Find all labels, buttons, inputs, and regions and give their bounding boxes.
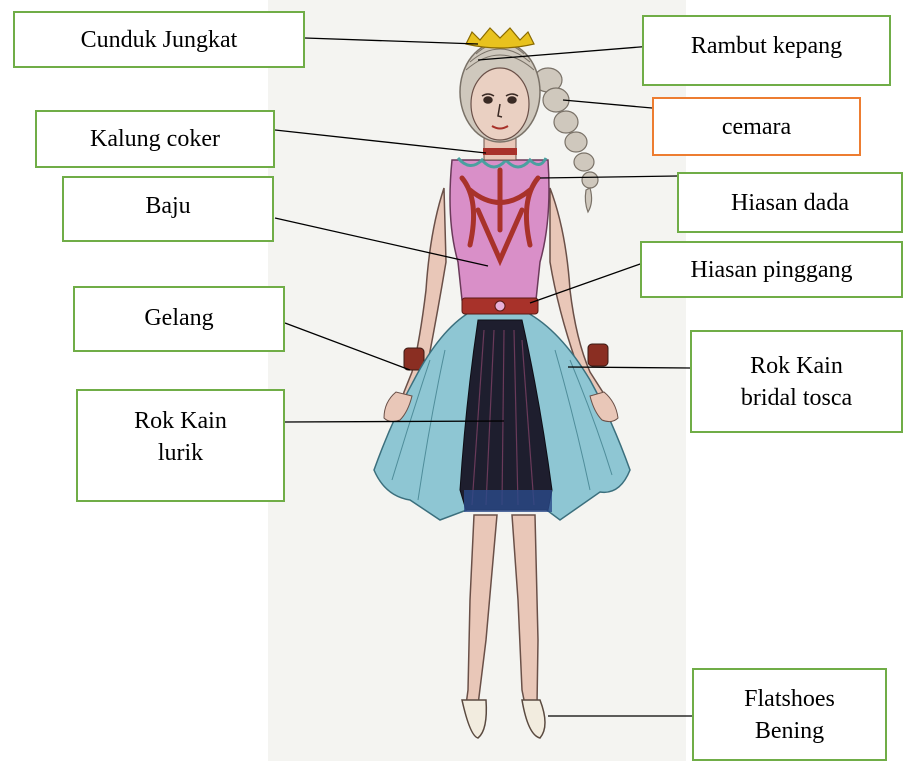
- label-rok-lurik-line2: lurik: [158, 437, 203, 469]
- label-baju: Baju: [62, 176, 274, 242]
- right-leg: [512, 515, 538, 705]
- right-shoe: [522, 700, 545, 738]
- label-flatshoes-bening: Flatshoes Bening: [692, 668, 887, 761]
- label-hiasan-pinggang-text: Hiasan pinggang: [691, 254, 853, 286]
- crown-shape: [466, 28, 534, 48]
- label-hiasan-dada-text: Hiasan dada: [731, 187, 849, 219]
- label-gelang-text: Gelang: [144, 302, 213, 334]
- label-cemara: cemara: [652, 97, 861, 156]
- right-bracelet: [588, 344, 608, 366]
- label-cunduk-jungkat: Cunduk Jungkat: [13, 11, 305, 68]
- label-hiasan-dada: Hiasan dada: [677, 172, 903, 233]
- label-rok-bridal-line1: Rok Kain: [750, 350, 843, 382]
- left-shoe: [462, 700, 486, 738]
- label-rok-bridal-line2: bridal tosca: [741, 382, 852, 414]
- label-cemara-text: cemara: [722, 111, 791, 143]
- label-rambut-kepang: Rambut kepang: [642, 15, 891, 86]
- label-gelang: Gelang: [73, 286, 285, 352]
- label-flatshoes-line2: Bening: [755, 715, 824, 747]
- label-flatshoes-line1: Flatshoes: [744, 683, 835, 715]
- label-hiasan-pinggang: Hiasan pinggang: [640, 241, 903, 298]
- label-cunduk-jungkat-text: Cunduk Jungkat: [81, 24, 238, 56]
- left-leg: [466, 515, 497, 705]
- skirt-hem: [464, 490, 552, 512]
- label-baju-text: Baju: [145, 190, 190, 222]
- label-kalung-coker-text: Kalung coker: [90, 123, 220, 155]
- label-rambut-kepang-text: Rambut kepang: [691, 30, 842, 62]
- label-kalung-coker: Kalung coker: [35, 110, 275, 168]
- label-rok-lurik-line1: Rok Kain: [134, 405, 227, 437]
- label-rok-lurik: Rok Kain lurik: [76, 389, 285, 502]
- choker: [483, 148, 517, 155]
- label-rok-bridal-tosca: Rok Kain bridal tosca: [690, 330, 903, 433]
